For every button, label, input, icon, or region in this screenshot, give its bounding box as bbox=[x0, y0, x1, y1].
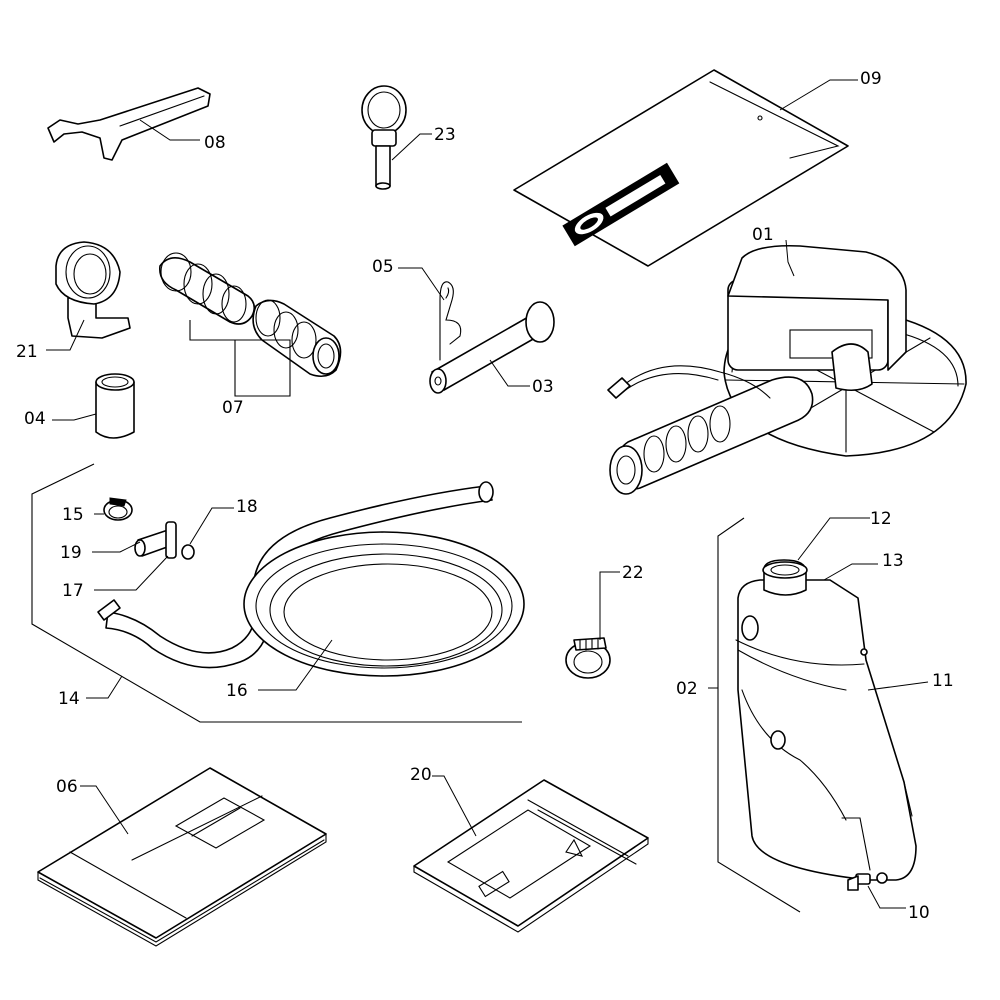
hose-holder-part bbox=[55, 241, 131, 339]
label-05: 05 bbox=[372, 257, 394, 277]
drain-valve-part bbox=[847, 872, 888, 891]
label-14: 14 bbox=[58, 689, 80, 709]
coiled-hose-part bbox=[97, 481, 525, 677]
label-06: 06 bbox=[56, 777, 78, 797]
hose-clamp-small-part bbox=[103, 497, 133, 521]
sleeve-part bbox=[95, 373, 135, 439]
lock-pin-part bbox=[361, 85, 407, 190]
hose-clamp-part bbox=[565, 637, 611, 679]
label-07: 07 bbox=[222, 398, 244, 418]
document-sheet-part bbox=[513, 69, 849, 267]
label-19: 19 bbox=[60, 543, 82, 563]
label-12: 12 bbox=[870, 509, 892, 529]
clevis-pin-part bbox=[429, 301, 555, 394]
label-15: 15 bbox=[62, 505, 84, 525]
label-02: 02 bbox=[676, 679, 698, 699]
label-23: 23 bbox=[434, 125, 456, 145]
hose-fitting-part bbox=[134, 521, 177, 559]
label-09: 09 bbox=[860, 69, 882, 89]
corrugated-hose-part bbox=[159, 252, 342, 378]
warranty-booklet-part bbox=[413, 779, 649, 933]
label-22: 22 bbox=[622, 563, 644, 583]
water-tank-part bbox=[735, 559, 917, 881]
o-ring-part bbox=[181, 544, 195, 560]
label-17: 17 bbox=[62, 581, 84, 601]
label-18: 18 bbox=[236, 497, 258, 517]
label-11: 11 bbox=[932, 671, 954, 691]
manual-book-part bbox=[37, 767, 327, 947]
pump-assembly-part bbox=[607, 244, 967, 495]
label-04: 04 bbox=[24, 409, 46, 429]
spanner-wrench-part bbox=[47, 87, 211, 161]
r-clip-part bbox=[439, 281, 462, 361]
label-16: 16 bbox=[226, 681, 248, 701]
label-08: 08 bbox=[204, 133, 226, 153]
label-20: 20 bbox=[410, 765, 432, 785]
label-10: 10 bbox=[908, 903, 930, 923]
label-13: 13 bbox=[882, 551, 904, 571]
label-21: 21 bbox=[16, 342, 38, 362]
label-01: 01 bbox=[752, 225, 774, 245]
label-03: 03 bbox=[532, 377, 554, 397]
